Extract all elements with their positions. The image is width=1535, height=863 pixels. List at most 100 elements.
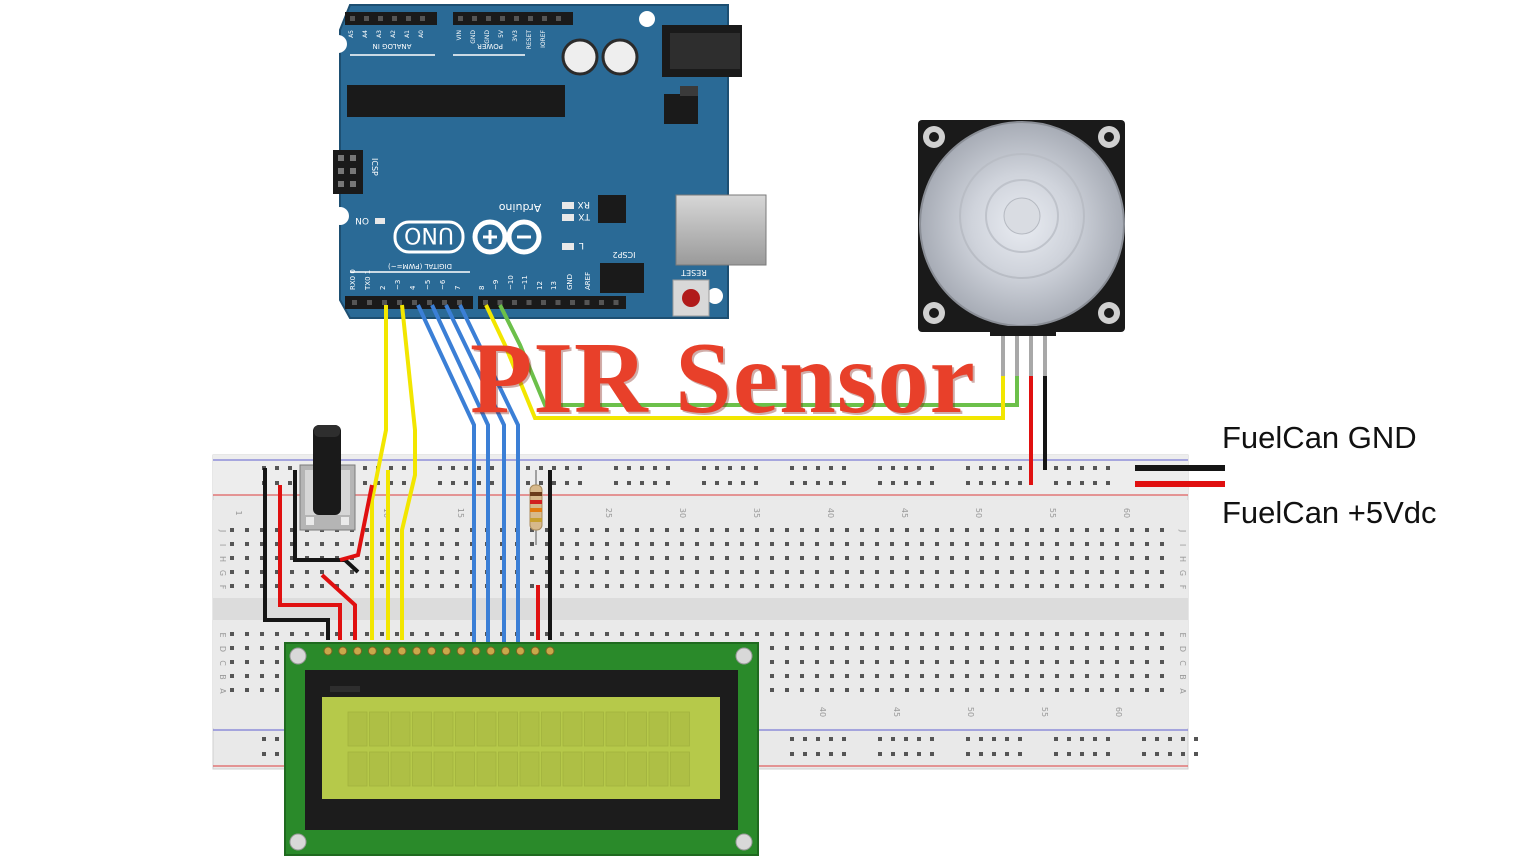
hole — [860, 674, 864, 678]
hole — [725, 632, 729, 636]
hole — [410, 570, 414, 574]
hole — [905, 646, 909, 650]
hole — [260, 646, 264, 650]
hole — [230, 646, 234, 650]
hole — [1067, 737, 1071, 741]
hole — [1093, 466, 1097, 470]
diagram-title: PIR Sensor — [470, 322, 976, 435]
hole — [438, 481, 442, 485]
header-pin — [352, 300, 357, 305]
hole — [389, 466, 393, 470]
lcd-cell — [412, 751, 432, 787]
hole — [980, 570, 984, 574]
l-led — [562, 243, 574, 250]
hole — [754, 481, 758, 485]
hole — [275, 466, 279, 470]
hole — [740, 570, 744, 574]
hole — [605, 542, 609, 546]
hole — [1181, 737, 1185, 741]
hole — [1010, 556, 1014, 560]
hole — [695, 584, 699, 588]
hole — [905, 660, 909, 664]
hole — [640, 466, 644, 470]
hole — [860, 688, 864, 692]
wire-yellow-lcd-en — [400, 304, 417, 640]
hole — [614, 466, 618, 470]
hole — [1040, 556, 1044, 560]
hole — [740, 584, 744, 588]
hole — [980, 556, 984, 560]
column-number: 15 — [456, 508, 465, 518]
hole — [1010, 542, 1014, 546]
hole — [438, 466, 442, 470]
wire-blue-d5 — [430, 304, 490, 648]
hole — [920, 556, 924, 560]
hole — [1080, 481, 1084, 485]
hole — [1093, 752, 1097, 756]
hole — [950, 556, 954, 560]
hole — [1010, 674, 1014, 678]
hole — [830, 660, 834, 664]
hole — [1130, 570, 1134, 574]
lcd-pin — [545, 646, 555, 656]
hole — [575, 570, 579, 574]
lcd-pin — [456, 646, 466, 656]
hole — [464, 481, 468, 485]
hole — [905, 542, 909, 546]
hole — [740, 528, 744, 532]
hole — [653, 481, 657, 485]
hole — [395, 632, 399, 636]
hole — [1070, 674, 1074, 678]
hole — [425, 570, 429, 574]
hole — [578, 466, 582, 470]
hole — [878, 737, 882, 741]
lcd-cell — [562, 751, 583, 787]
hole — [803, 481, 807, 485]
header-pin — [458, 16, 463, 21]
hole — [635, 556, 639, 560]
hole — [1130, 584, 1134, 588]
hole — [1100, 674, 1104, 678]
hole — [245, 660, 249, 664]
hole — [905, 688, 909, 692]
hole — [245, 570, 249, 574]
hole — [1115, 660, 1119, 664]
hole — [565, 481, 569, 485]
row-letter: D — [1178, 646, 1187, 652]
hole — [1145, 632, 1149, 636]
icsp-header — [333, 150, 363, 194]
hole — [545, 584, 549, 588]
hole — [590, 584, 594, 588]
hole — [1025, 688, 1029, 692]
hole — [966, 466, 970, 470]
lcd-cell — [584, 711, 604, 747]
hole — [785, 660, 789, 664]
hole — [605, 584, 609, 588]
hole — [395, 584, 399, 588]
hole — [995, 660, 999, 664]
hole — [1067, 481, 1071, 485]
hole — [290, 556, 294, 560]
hole — [830, 646, 834, 650]
hole — [755, 528, 759, 532]
row-letter: F — [1178, 585, 1187, 590]
hole — [830, 674, 834, 678]
hole — [275, 674, 279, 678]
hole — [1145, 674, 1149, 678]
digital-pin-label: TX0 1 — [364, 270, 372, 291]
hole — [830, 632, 834, 636]
power-header — [453, 12, 573, 25]
hole — [1025, 632, 1029, 636]
header-pin — [512, 300, 517, 305]
lcd-cell — [670, 711, 690, 747]
hole — [980, 528, 984, 532]
hole — [920, 570, 924, 574]
hole — [1115, 646, 1119, 650]
hole — [666, 481, 670, 485]
hole — [842, 752, 846, 756]
hole — [1085, 556, 1089, 560]
hole — [1100, 542, 1104, 546]
hole — [860, 632, 864, 636]
hole — [305, 632, 309, 636]
